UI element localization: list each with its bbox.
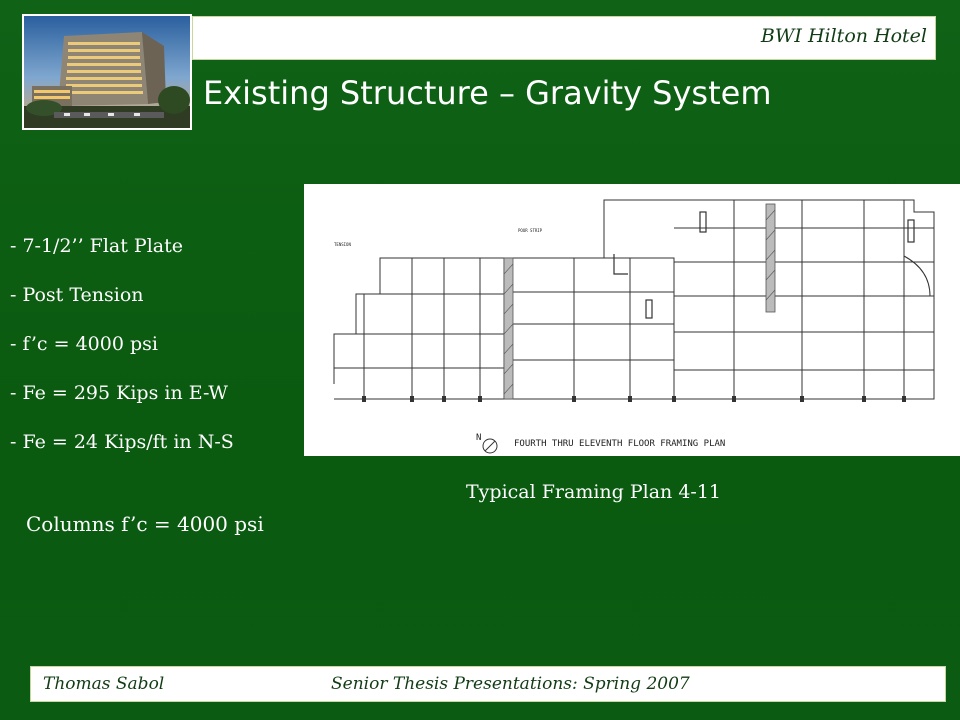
bullet-item: - 7-1/2’’ Flat Plate bbox=[10, 235, 183, 257]
bullet-list: - 7-1/2’’ Flat Plate - Post Tension - f’… bbox=[10, 230, 234, 475]
bullet-item: - Fe = 295 Kips in E-W bbox=[10, 382, 228, 404]
columns-note: Columns f’c = 4000 psi bbox=[26, 512, 264, 536]
pour-strip-label: POUR STRIP bbox=[518, 228, 543, 233]
hotel-photo bbox=[22, 14, 192, 130]
framing-plan-drawing: TENSION POUR STRIP N FOURTH THRU ELEVENT… bbox=[304, 184, 960, 456]
footer-course: Senior Thesis Presentations: Spring 2007 bbox=[331, 674, 690, 694]
framing-plan-graphic: TENSION POUR STRIP N FOURTH THRU ELEVENT… bbox=[333, 199, 935, 454]
footer-author: Thomas Sabol bbox=[43, 674, 165, 694]
bullet-item: - f’c = 4000 psi bbox=[10, 333, 158, 355]
plan-drawing-title: FOURTH THRU ELEVENTH FLOOR FRAMING PLAN bbox=[514, 439, 725, 449]
hotel-photo-graphic bbox=[24, 16, 190, 128]
north-arrow-icon bbox=[482, 438, 498, 454]
north-label: N bbox=[476, 433, 481, 443]
bullet-item: - Fe = 24 Kips/ft in N-S bbox=[10, 431, 234, 453]
tension-label: TENSION bbox=[334, 242, 351, 247]
header-bar: BWI Hilton Hotel bbox=[192, 16, 936, 60]
slide-title: Existing Structure – Gravity System bbox=[203, 74, 772, 112]
footer-bar: Thomas Sabol Senior Thesis Presentations… bbox=[30, 666, 946, 702]
plan-caption: Typical Framing Plan 4-11 bbox=[466, 481, 722, 503]
bullet-item: - Post Tension bbox=[10, 284, 144, 306]
project-title: BWI Hilton Hotel bbox=[760, 25, 927, 47]
